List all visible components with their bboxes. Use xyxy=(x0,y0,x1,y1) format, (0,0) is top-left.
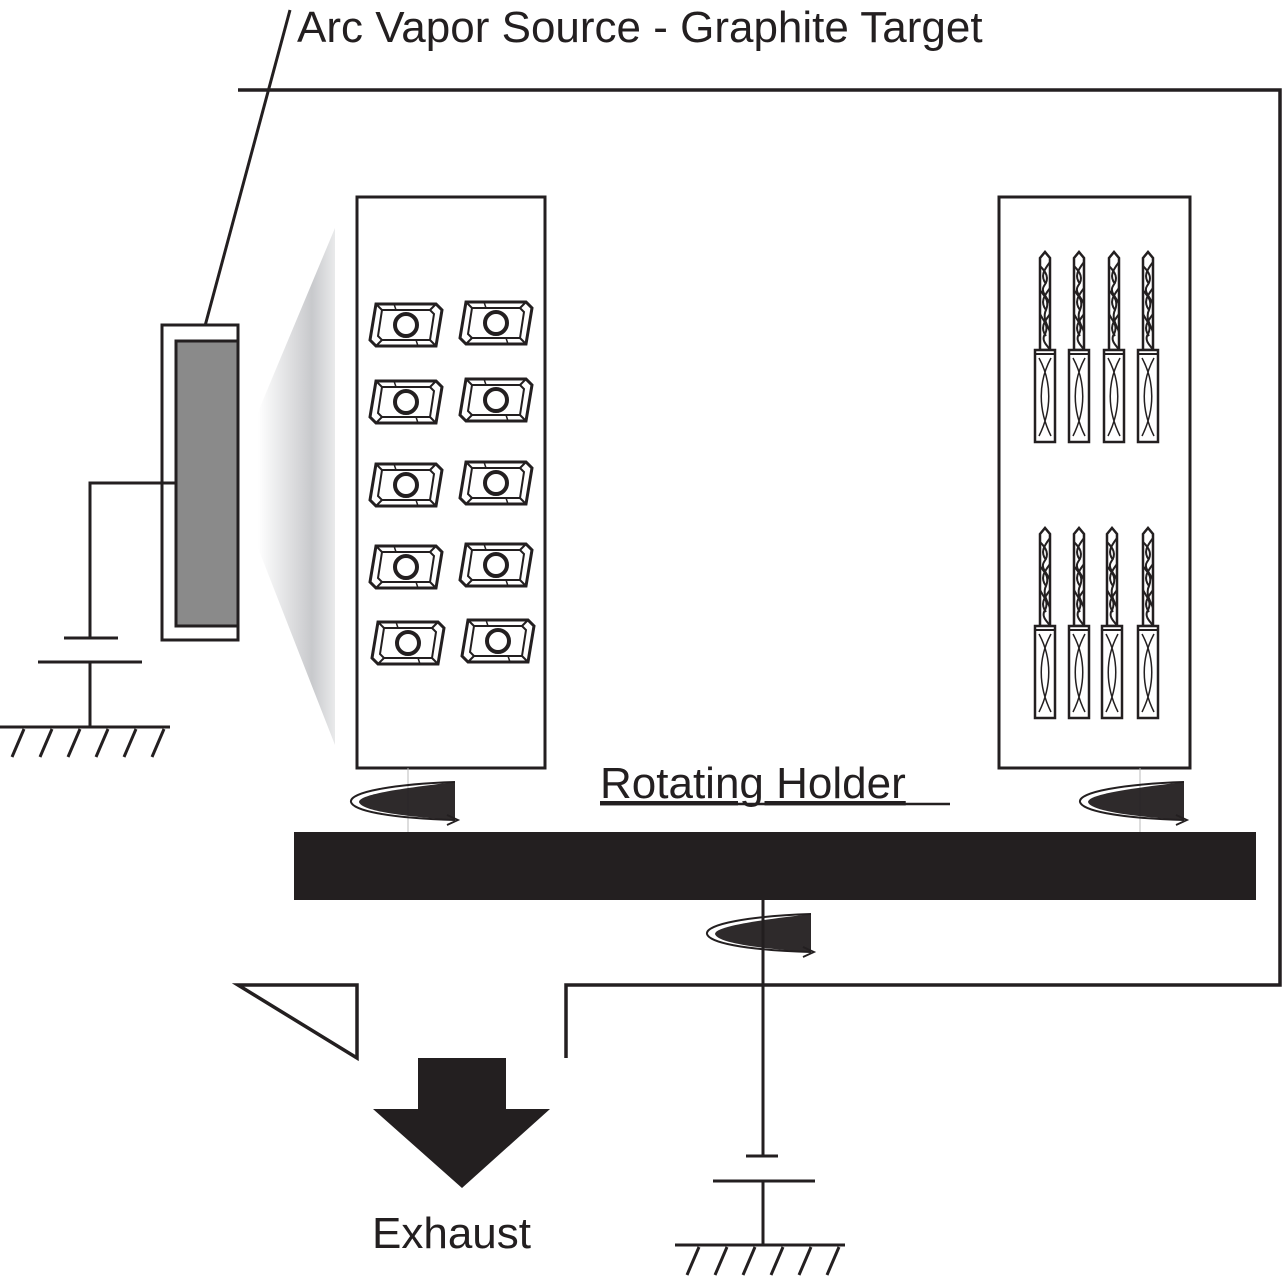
exhaust-label: Exhaust xyxy=(372,1209,531,1258)
source-bias-wire xyxy=(88,481,176,638)
cutting-insert xyxy=(368,462,444,508)
cutting-insert xyxy=(370,620,446,666)
cutting-insert xyxy=(368,544,444,590)
left-fixture-rotation-arrow xyxy=(349,781,459,826)
rotating-holder-label: Rotating Holder xyxy=(600,759,906,808)
cutting-insert xyxy=(458,300,534,346)
source-ground-symbol xyxy=(0,725,172,759)
table-rotation-arrow xyxy=(705,913,815,958)
cutting-insert xyxy=(458,542,534,588)
source-leader-line xyxy=(203,9,292,327)
vacuum-chamber-wall xyxy=(231,88,1282,1062)
cutting-insert xyxy=(368,379,444,425)
cutting-insert xyxy=(460,618,536,664)
rotating-table xyxy=(294,832,1256,900)
exhaust-arrow xyxy=(373,1058,550,1188)
arc-vapor-plume xyxy=(258,228,335,745)
cutting-insert xyxy=(458,377,534,423)
right-rotating-fixture xyxy=(997,195,1192,770)
cutting-insert xyxy=(458,460,534,506)
table-ground-symbol xyxy=(673,1243,847,1277)
graphite-target xyxy=(174,339,240,628)
arc-source-label: Arc Vapor Source - Graphite Target xyxy=(297,3,983,52)
right-fixture-rotation-arrow xyxy=(1078,781,1188,826)
cutting-insert xyxy=(368,302,444,348)
